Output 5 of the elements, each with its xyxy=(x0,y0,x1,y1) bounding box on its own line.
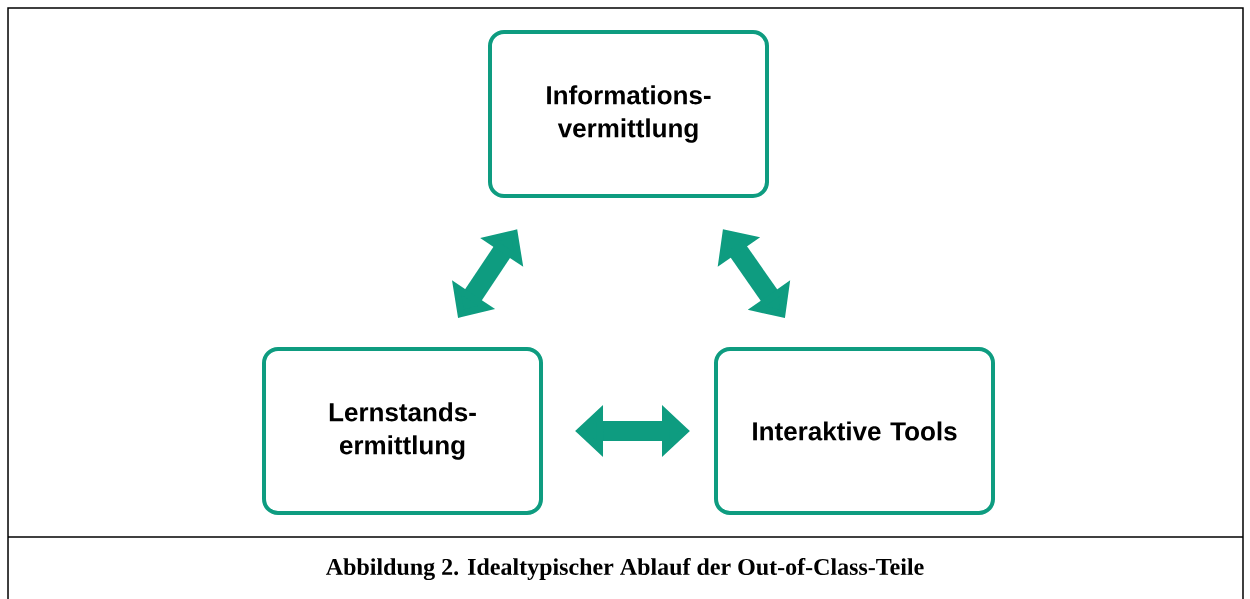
double-arrow xyxy=(717,229,791,318)
process-box: Informations- vermittlung xyxy=(488,30,769,198)
caption: Abbildung 2. Idealtypischer Ablauf der Out-of-Class-Teile xyxy=(326,557,924,581)
process-box: Lernstands- ermittlung xyxy=(262,347,543,515)
process-box: Interaktive Tools xyxy=(714,347,995,515)
